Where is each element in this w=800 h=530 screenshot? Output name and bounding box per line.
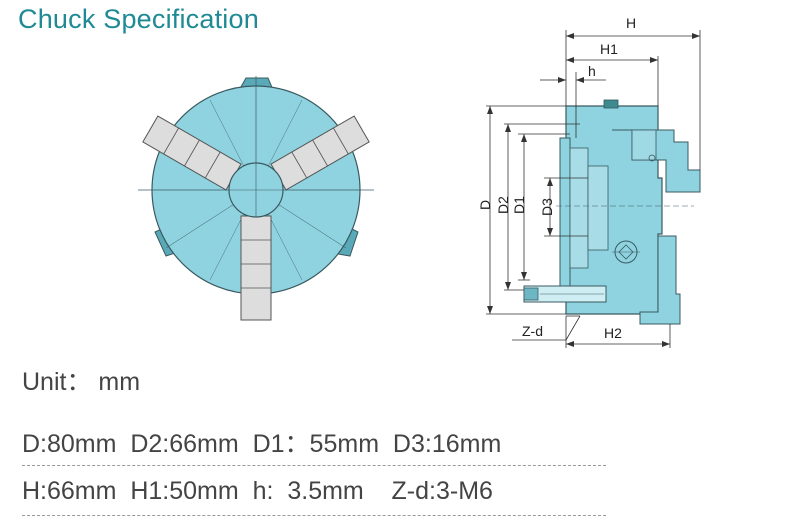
dimension-lines: [486, 30, 701, 348]
chuck-side-view: H H1 h D D2 D1 D3 Z-d H2: [477, 15, 701, 348]
dim-label-D1: D1: [511, 196, 527, 214]
page-title: Chuck Specification: [18, 4, 259, 34]
side-jaw-bottom: [639, 235, 681, 325]
spec-line-2: H:66mm H1:50mm h: 3.5mm Z-d:3-M6: [22, 477, 493, 505]
dim-label-H2: H2: [604, 325, 622, 341]
divider: [22, 465, 606, 466]
side-spigot: [559, 137, 571, 293]
dim-label-D2: D2: [495, 196, 511, 214]
dimension-arrows: [487, 33, 700, 347]
chuck-jaw-bottom: [240, 215, 272, 321]
dim-label-H: H: [626, 15, 636, 31]
chuck-front-view: [138, 76, 374, 321]
dim-label-h: h: [588, 63, 596, 79]
chuck-drawing: H H1 h D D2 D1 D3 Z-d H2: [138, 15, 701, 348]
unit-line: Unit： mm: [22, 368, 141, 396]
divider: [22, 515, 606, 516]
chuck-jaw-upper-left: [142, 115, 242, 191]
dim-label-D: D: [477, 200, 493, 210]
spec-line-1: D:80mm D2:66mm D1：55mm D3:16mm: [22, 430, 502, 458]
dim-label-H1: H1: [600, 41, 618, 57]
dim-label-Z-d: Z-d: [522, 323, 543, 339]
dim-label-D3: D3: [539, 198, 555, 216]
